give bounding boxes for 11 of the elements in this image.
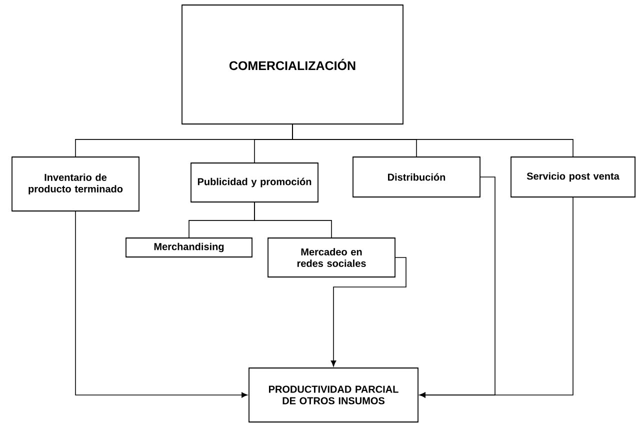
process-box: Merchandising: [126, 238, 252, 258]
connector-arrow: [75, 211, 248, 398]
process-box: Publicidad y promoción: [190, 162, 318, 202]
process-box: Distribución: [352, 156, 480, 198]
connector-arrow: [420, 197, 574, 398]
connector-arrow: [330, 257, 406, 366]
process-box: Servicio post venta: [510, 156, 636, 198]
process-box: PRODUCTIVIDAD PARCIAL DE OTROS INSUMOS: [248, 368, 418, 422]
process-box: Mercadeo en redes sociales: [268, 238, 396, 278]
process-box: COMERCIALIZACIÓN: [182, 4, 404, 124]
process-box: Inventario de producto terminado: [12, 156, 140, 212]
